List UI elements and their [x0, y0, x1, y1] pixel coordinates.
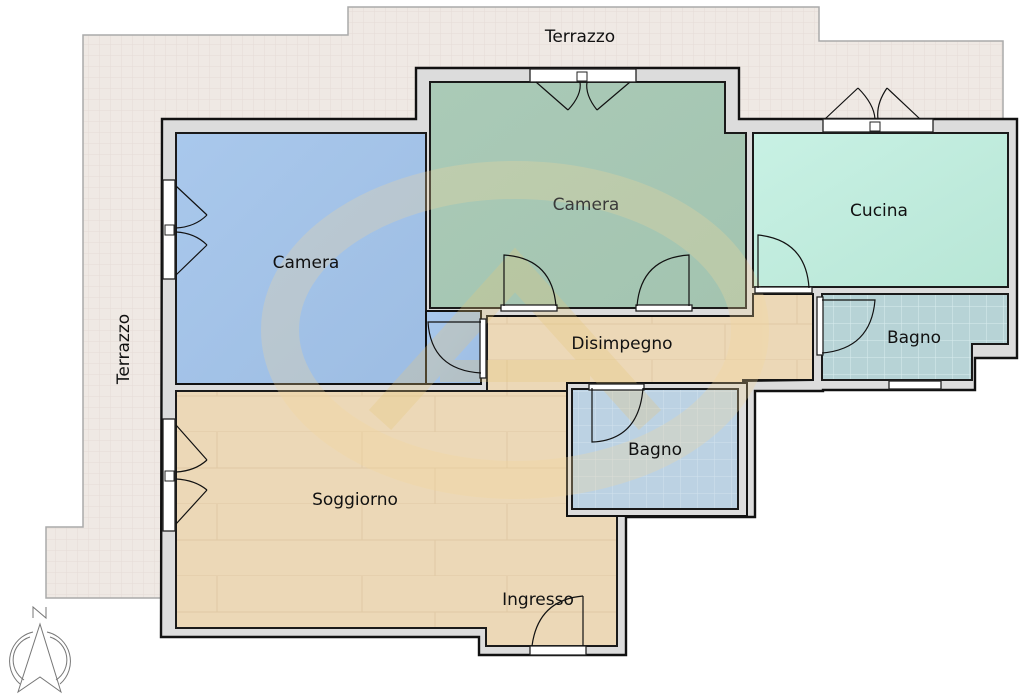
room-camera-top	[429, 81, 747, 309]
room-bagno-right	[821, 293, 1009, 381]
room-label-bagno-right: Bagno	[887, 328, 941, 348]
room-label-disimpegno: Disimpegno	[571, 334, 672, 354]
room-label-camera-top: Camera	[553, 195, 620, 215]
window-bagno-right	[888, 380, 942, 390]
entrance-door-ingresso	[529, 595, 587, 656]
room-label-soggiorno: Soggiorno	[312, 490, 398, 510]
window-cucina	[822, 87, 934, 133]
room-label-bagno-center: Bagno	[628, 440, 682, 460]
door-bagno-right	[816, 296, 876, 356]
terrace-label-left: Terrazzo	[114, 314, 134, 385]
watermark-logo	[261, 161, 769, 499]
room-label-camera-left: Camera	[273, 253, 340, 273]
north-arrow-icon: N	[9, 605, 71, 694]
door-camera-top-left	[500, 254, 558, 312]
terrace-label-top: Terrazzo	[544, 27, 615, 47]
room-label-ingresso: Ingresso	[502, 590, 574, 610]
window-camera-top	[529, 68, 637, 111]
room-bagno-center	[566, 382, 748, 517]
room-cucina	[752, 132, 1009, 288]
door-camera-left	[427, 318, 487, 379]
door-camera-top-right	[635, 254, 693, 312]
door-bagno-center	[588, 383, 645, 443]
window-soggiorno	[162, 418, 208, 532]
door-cucina	[754, 234, 813, 294]
room-label-cucina: Cucina	[850, 201, 908, 221]
window-camera-left	[162, 179, 208, 280]
